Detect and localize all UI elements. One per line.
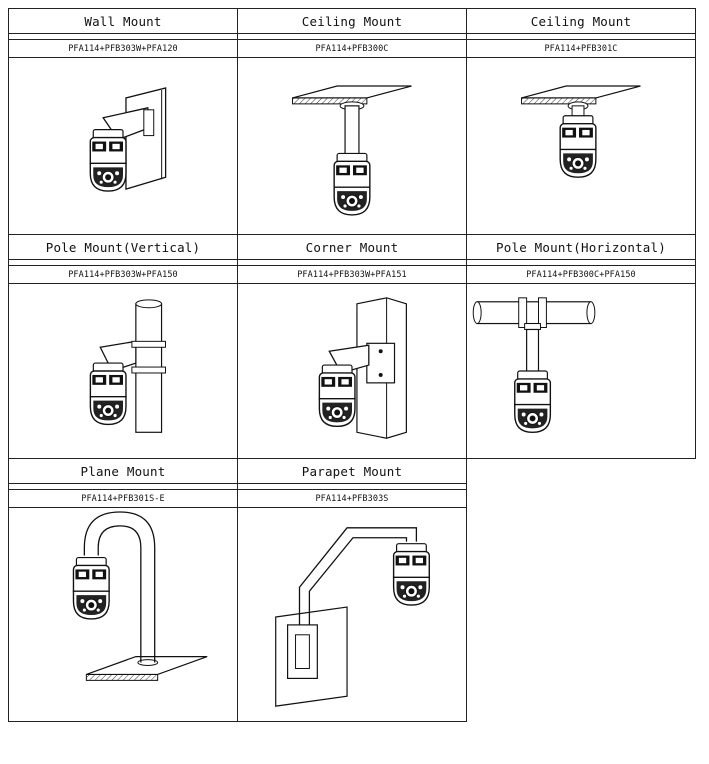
mount-model: PFA114+PFB303S	[238, 489, 466, 508]
mount-model: PFA114+PFB303W+PFA151	[238, 265, 466, 284]
mount-cell-corner: Corner Mount PFA114+PFB303W+PFA151	[237, 234, 467, 459]
mount-model: PFA114+PFB303W+PFA150	[9, 265, 237, 284]
mount-title: Ceiling Mount	[238, 9, 466, 34]
mount-model: PFA114+PFB300C	[238, 39, 466, 58]
mount-title: Pole Mount(Horizontal)	[467, 235, 695, 260]
mount-cell-parapet: Parapet Mount PFA114+PFB303S	[237, 458, 467, 722]
plane-mount-camera-icon	[9, 508, 237, 721]
mount-title: Wall Mount	[9, 9, 237, 34]
mount-model: PFA114+PFB303W+PFA120	[9, 39, 237, 58]
wall-mount-camera-icon	[9, 58, 237, 234]
mount-cell-plane: Plane Mount PFA114+PFB301S-E	[8, 458, 238, 722]
pole-mount-vertical-camera-icon	[9, 284, 237, 458]
mount-cell-ceiling-2: Ceiling Mount PFA114+PFB301C	[466, 8, 696, 235]
mount-title: Ceiling Mount	[467, 9, 695, 34]
mount-cell-pole-horizontal: Pole Mount(Horizontal) PFA114+PFB300C+PF…	[466, 234, 696, 459]
parapet-mount-camera-icon	[238, 508, 466, 721]
mount-title: Pole Mount(Vertical)	[9, 235, 237, 260]
ceiling-mount-short-camera-icon	[467, 58, 695, 234]
ceiling-mount-camera-icon	[238, 58, 466, 234]
mount-cell-pole-vertical: Pole Mount(Vertical) PFA114+PFB303W+PFA1…	[8, 234, 238, 459]
mount-title: Parapet Mount	[238, 459, 466, 484]
mount-cell-ceiling-1: Ceiling Mount PFA114+PFB300C	[237, 8, 467, 235]
mount-model: PFA114+PFB301S-E	[9, 489, 237, 508]
mount-cell-wall: Wall Mount PFA114+PFB303W+PFA120	[8, 8, 238, 235]
mount-model: PFA114+PFB300C+PFA150	[467, 265, 695, 284]
pole-mount-horizontal-camera-icon	[467, 284, 695, 458]
mount-title: Plane Mount	[9, 459, 237, 484]
mount-title: Corner Mount	[238, 235, 466, 260]
corner-mount-camera-icon	[238, 284, 466, 458]
mount-model: PFA114+PFB301C	[467, 39, 695, 58]
